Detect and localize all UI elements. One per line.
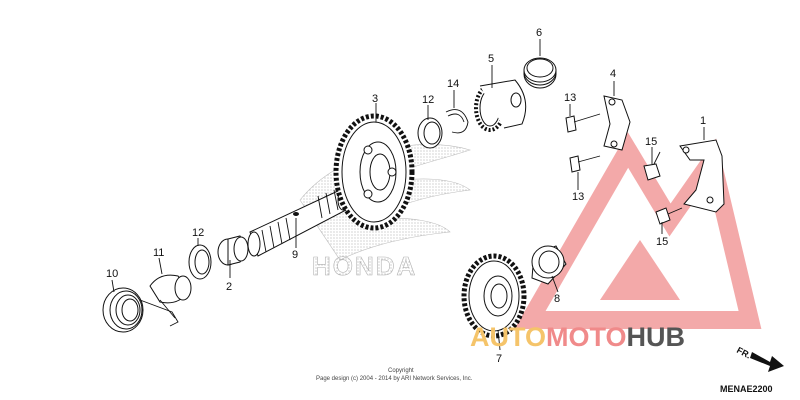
leader-lines [111, 39, 705, 351]
callout-3: 3 [372, 93, 378, 105]
part-15-bolt-lower [655, 207, 683, 225]
copyright-block: Copyright Page design (c) 2004 - 2014 by… [316, 368, 473, 382]
callout-11: 11 [153, 247, 164, 259]
part-6-ratchet-spring [523, 57, 557, 89]
copyright-title: Copyright [388, 368, 414, 374]
callout-7: 7 [496, 353, 502, 365]
callout-12-left: 12 [192, 227, 204, 239]
part-8-idle-bushing [531, 245, 567, 285]
callout-12-upper: 12 [422, 94, 434, 106]
callout-13-lower: 13 [572, 191, 584, 203]
part-11-collar [149, 274, 192, 319]
callout-2: 2 [226, 281, 232, 293]
callout-10: 10 [106, 268, 118, 280]
fr-label: FR. [735, 345, 752, 361]
callout-8: 8 [554, 293, 560, 305]
wordmark-hub: HUB [627, 322, 686, 352]
part-3-starter-gear [333, 113, 415, 231]
part-14-clip [445, 109, 469, 134]
part-2-bushing [217, 235, 249, 266]
wordmark-auto: AUTO [470, 322, 546, 352]
callout-14: 14 [447, 78, 459, 90]
automotohub-logo [514, 132, 762, 329]
part-13-bolt-lower [569, 155, 601, 173]
callout-6: 6 [536, 27, 542, 39]
part-10-kick-spring [102, 287, 179, 333]
honda-brand-text: HONDA [312, 251, 417, 281]
callout-15-upper: 15 [645, 136, 657, 148]
callout-9: 9 [292, 249, 298, 261]
callout-4: 4 [610, 68, 616, 80]
callout-1: 1 [700, 115, 706, 127]
part-1-bracket [679, 139, 725, 213]
front-direction-indicator: FR. [735, 345, 784, 372]
copyright-text: Page design (c) 2004 - 2014 by ARI Netwo… [316, 376, 473, 382]
callout-15-lower: 15 [656, 236, 668, 248]
automotohub-wordmark: AUTOMOTOHUB [470, 322, 685, 352]
part-12-washer-left [188, 244, 212, 280]
callout-numbers: 1 2 3 4 5 6 7 8 9 10 11 12 12 13 13 14 1… [106, 27, 706, 365]
part-7-idle-gear [461, 253, 527, 339]
part-15-bolt-upper [643, 151, 661, 181]
part-12-washer-upper [417, 117, 443, 149]
part-5-ratchet [474, 79, 527, 132]
callout-13-upper: 13 [564, 92, 576, 104]
wordmark-moto: MOTO [546, 322, 627, 352]
svg-text:AUTOMOTOHUB: AUTOMOTOHUB [470, 322, 685, 352]
diagram-code: MENAE2200 [720, 384, 773, 394]
callout-5: 5 [488, 53, 494, 65]
part-13-bolt-upper [565, 113, 601, 133]
fr-arrow-icon [750, 352, 784, 372]
part-4-guide-plate [603, 95, 631, 151]
